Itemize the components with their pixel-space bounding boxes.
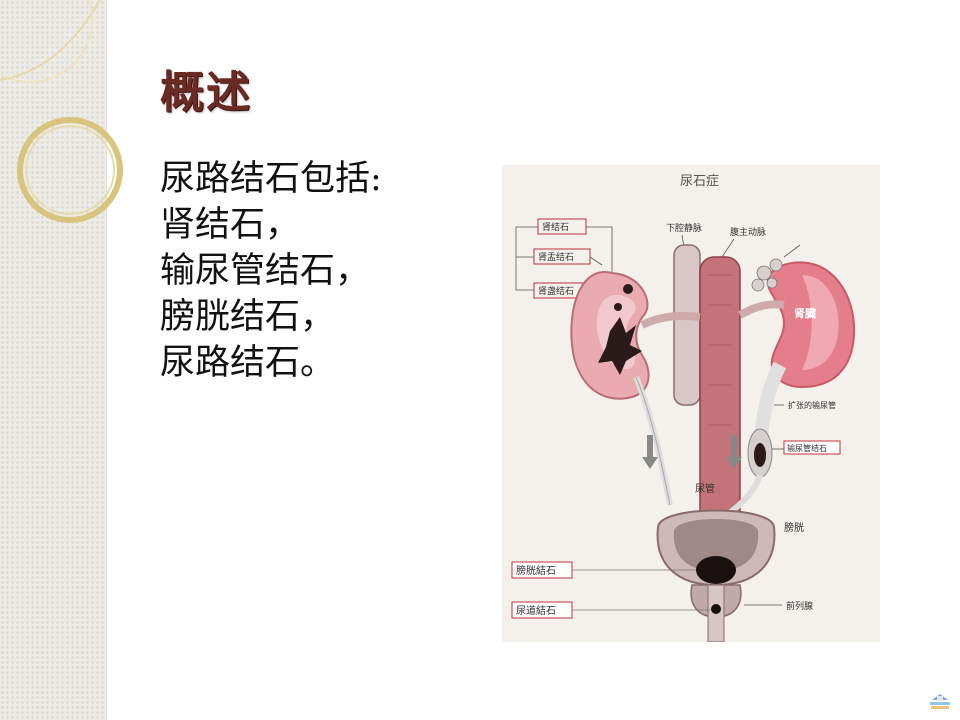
label-dilated-ureter: 扩张的输尿管 [788, 400, 836, 410]
label-urethra-stone: 尿道結石 [516, 604, 556, 617]
body-line: 肾结石， [160, 205, 301, 245]
label-renal-calyx-stone: 肾盏结石 [538, 285, 574, 297]
body-line: 尿路结石。 [160, 343, 336, 383]
label-ivc: 下腔静脉 [666, 222, 702, 234]
label-renal-pelvis-stone: 肾盂结石 [538, 251, 574, 263]
figure-title: 尿石症 [680, 174, 719, 189]
label-bladder: 膀胱 [784, 521, 804, 534]
body-line: 输尿管结石， [160, 251, 371, 291]
books-icon [930, 694, 950, 709]
label-prostate: 前列腺 [786, 600, 813, 612]
label-kidney-stone: 肾结石 [542, 221, 569, 233]
label-kidney: 肾臓 [794, 306, 816, 320]
slide-title: 概述 [160, 67, 252, 118]
label-ureter-stone: 输尿管结石 [787, 443, 827, 453]
label-aorta: 腹主动脉 [730, 226, 766, 238]
label-bladder-stone: 膀胱結石 [516, 564, 556, 577]
urolithiasis-diagram: 尿石症 肾结石 肾盂结石 肾盏结石 下腔静脉 腹主动脉 肾臓 [502, 165, 880, 642]
label-ureter: 尿管 [695, 482, 715, 495]
body-line: 尿路结石包括: [160, 159, 382, 199]
body-line: 膀胱结石， [160, 297, 336, 337]
decorative-rings [0, 0, 123, 223]
slide-body: 尿路结石包括: 肾结石， 输尿管结石， 膀胱结石， 尿路结石。 [160, 156, 382, 386]
side-divider [106, 0, 107, 720]
